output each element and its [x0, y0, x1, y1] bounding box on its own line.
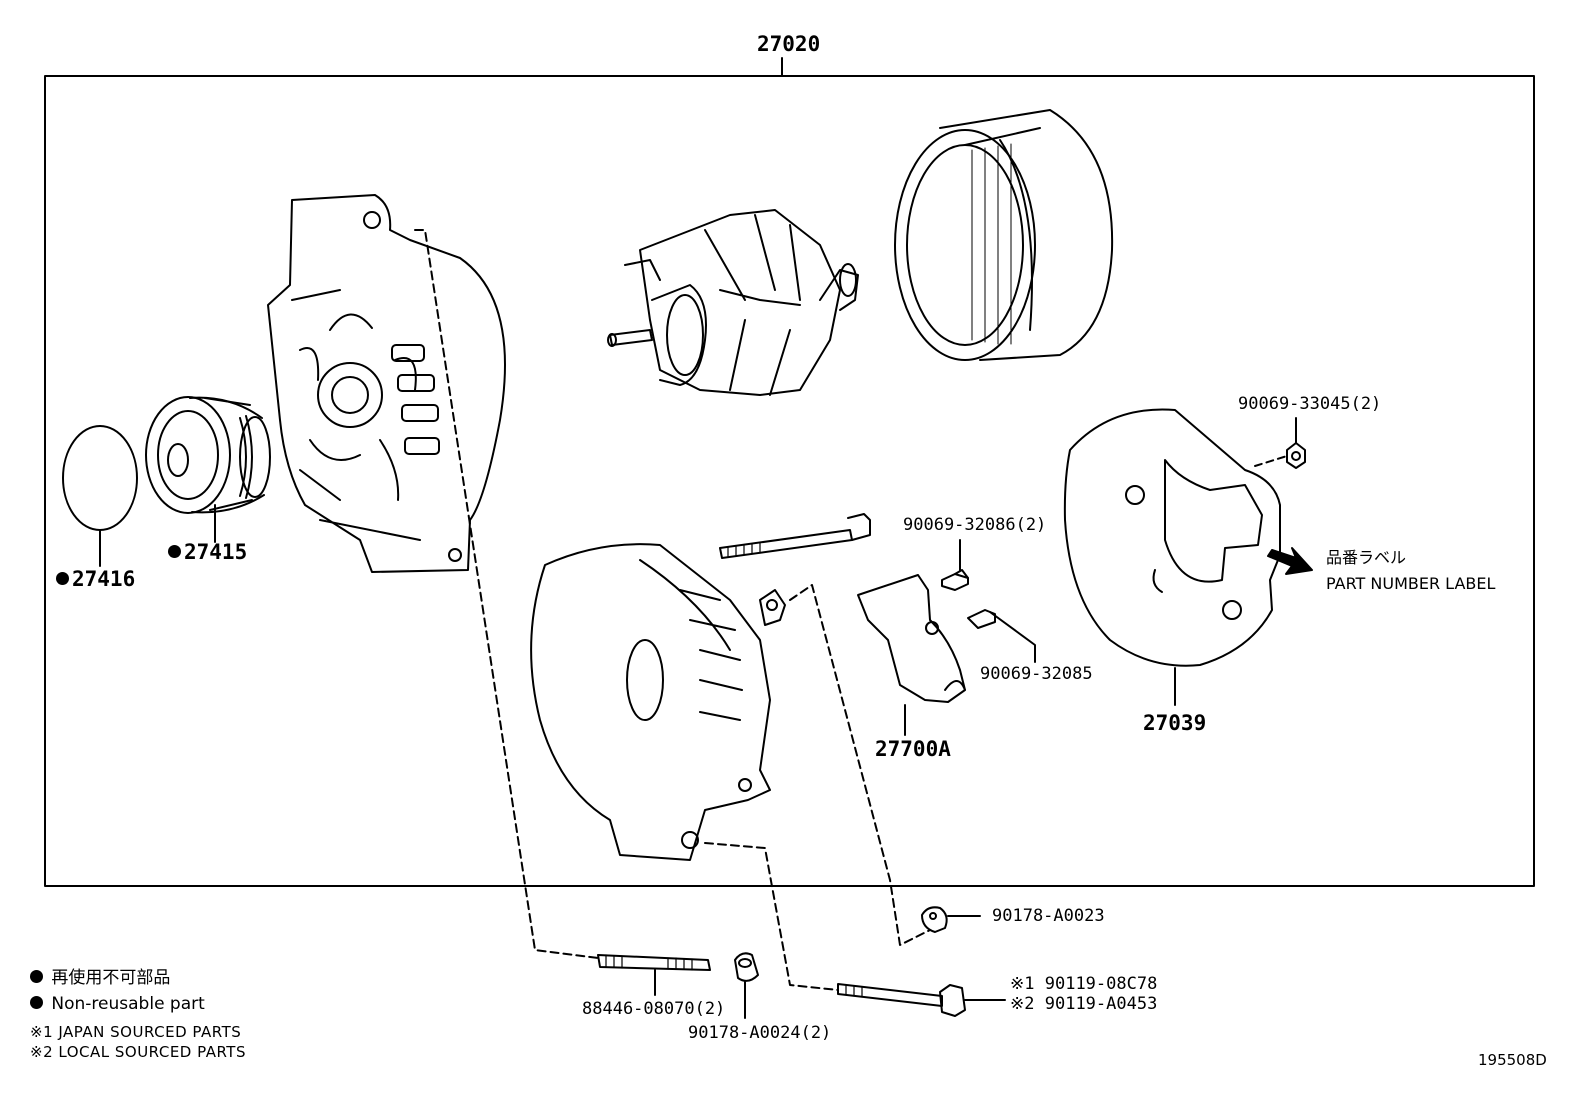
screw-90069-32086	[941, 539, 969, 591]
callout-90069-32086[interactable]: 90069-32086(2)	[903, 515, 1047, 535]
label-note-en: PART NUMBER LABEL	[1326, 574, 1496, 593]
legend-japan-sourced: ※1 JAPAN SOURCED PARTS	[30, 1023, 242, 1041]
nut-90069-33045	[1254, 417, 1306, 469]
pulley-cap-27416	[62, 425, 138, 567]
nut-90178-A0023	[789, 584, 981, 946]
callout-90119-08C78[interactable]: ※1 90119-08C78	[1010, 974, 1158, 994]
through-bolt	[719, 513, 871, 559]
screw-90069-32085	[967, 609, 1036, 663]
pulley-27415	[145, 396, 271, 543]
callout-27700A[interactable]: 27700A	[875, 737, 951, 761]
callout-27415[interactable]: 27415	[168, 540, 247, 564]
nonreusable-marker	[168, 544, 181, 558]
callout-27416[interactable]: 27416	[56, 567, 135, 591]
assembly-frame	[44, 75, 1535, 887]
nonreusable-marker	[56, 571, 69, 585]
callout-90119-A0453[interactable]: ※2 90119-A0453	[1010, 994, 1158, 1014]
bolt-90119	[704, 842, 1006, 1017]
drive-end-frame	[267, 194, 506, 573]
nut-90178-A0024	[734, 952, 759, 1019]
assembly-part-number[interactable]: 27020	[757, 32, 821, 56]
callout-90069-32085[interactable]: 90069-32085	[980, 664, 1093, 684]
callout-90069-33045[interactable]: 90069-33045(2)	[1238, 394, 1382, 414]
legend-dot	[30, 995, 43, 1009]
rectifier-end-frame	[530, 543, 786, 861]
legend-dot	[30, 969, 43, 983]
figure-id: 195508D	[1478, 1051, 1547, 1069]
legend-nonreusable-en: Non-reusable part	[30, 994, 205, 1014]
stud-88446-08070	[414, 229, 711, 996]
regulator-27700A	[857, 574, 966, 736]
rotor	[607, 209, 859, 396]
legend-nonreusable-jp: 再使用不可部品	[30, 968, 170, 988]
rear-cover-27039	[1063, 408, 1281, 706]
stator	[894, 109, 1114, 361]
callout-90178-A0023[interactable]: 90178-A0023	[992, 906, 1105, 926]
legend-local-sourced: ※2 LOCAL SOURCED PARTS	[30, 1043, 246, 1061]
label-arrow	[1267, 547, 1313, 575]
callout-27039[interactable]: 27039	[1143, 711, 1207, 735]
callout-90178-A0024[interactable]: 90178-A0024(2)	[688, 1023, 832, 1043]
callout-88446-08070[interactable]: 88446-08070(2)	[582, 999, 726, 1019]
label-note-jp: 品番ラベル	[1326, 548, 1407, 567]
